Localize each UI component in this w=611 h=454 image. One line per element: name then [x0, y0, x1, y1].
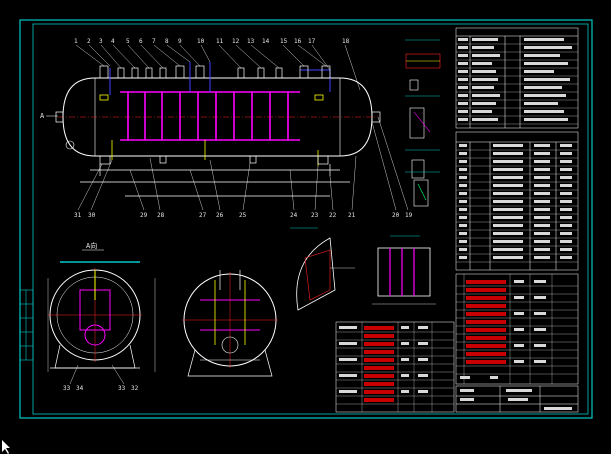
bottom-supports	[80, 155, 350, 197]
nozzle-table-rows	[456, 149, 578, 263]
title-block-text	[460, 389, 572, 410]
callout: 16	[294, 38, 302, 45]
callout: 11	[216, 38, 224, 45]
internal-distributor	[120, 91, 300, 141]
technical-table-rows	[456, 43, 578, 125]
callout: 29	[140, 212, 148, 219]
technical-table	[455, 27, 579, 129]
left-nozzle	[55, 111, 64, 123]
parts-list-right	[455, 273, 579, 385]
callout: 20	[392, 212, 400, 219]
callout: 7	[152, 38, 156, 45]
left-manway	[65, 140, 75, 150]
binding-strip	[19, 289, 34, 361]
callout: 24	[290, 212, 298, 219]
callout: 30	[88, 212, 96, 219]
callout: 15	[280, 38, 288, 45]
sheet-inner-frame	[32, 23, 589, 415]
top-callouts: 1 2 3 4 5 6 7 8 9 10 11 12 13 14 15 16 1…	[74, 38, 350, 45]
bottom-leaders	[77, 116, 409, 211]
end-view-2	[182, 270, 278, 377]
sheet-outer-frame	[19, 19, 593, 419]
callout: 8	[165, 38, 169, 45]
callout: 33	[63, 385, 71, 392]
nozzle-table-text	[459, 144, 572, 259]
section-label: A	[40, 112, 45, 120]
a-view: A向 33 34 33 32	[47, 241, 156, 392]
plate-detail	[290, 227, 355, 311]
side-detail	[372, 235, 436, 305]
callout: 25	[239, 212, 247, 219]
title-block	[455, 385, 579, 413]
callout: 10	[197, 38, 205, 45]
callout: 33	[118, 385, 126, 392]
callout: 3	[99, 38, 103, 45]
parts-list-bottom	[335, 321, 455, 413]
callout: 23	[311, 212, 319, 219]
callout: 32	[131, 385, 139, 392]
callout: 5	[126, 38, 130, 45]
callout: 9	[178, 38, 182, 45]
callout: 26	[216, 212, 224, 219]
callout: 6	[139, 38, 143, 45]
right-nozzle	[371, 111, 381, 123]
callout: 21	[348, 212, 356, 219]
callout: 2	[87, 38, 91, 45]
callout: 19	[405, 212, 413, 219]
callout: 17	[308, 38, 316, 45]
callout: 27	[199, 212, 207, 219]
callout: 18	[342, 38, 350, 45]
a-view-title: A向	[86, 241, 97, 250]
detail-views	[405, 39, 441, 207]
callout: 22	[329, 212, 337, 219]
callout: 12	[232, 38, 240, 45]
vessel-elevation: 1 2 3 4 5 6 7 8 9 10 11 12 13 14 15 16 1…	[40, 38, 413, 219]
callout: 31	[74, 212, 82, 219]
technical-table-text	[458, 38, 572, 121]
callout: 1	[74, 38, 78, 45]
callout: 13	[247, 38, 255, 45]
bottom-callouts: 31 30 29 28 27 26 25 24 23 22 21 20 19	[74, 212, 413, 219]
top-leaders	[75, 44, 361, 91]
top-nozzles	[99, 65, 331, 79]
yellow-details	[99, 94, 324, 166]
cursor-arrow-icon	[2, 440, 10, 454]
callout: 4	[111, 38, 115, 45]
callout: 28	[157, 212, 165, 219]
callout: 14	[262, 38, 270, 45]
callout: 34	[76, 385, 84, 392]
